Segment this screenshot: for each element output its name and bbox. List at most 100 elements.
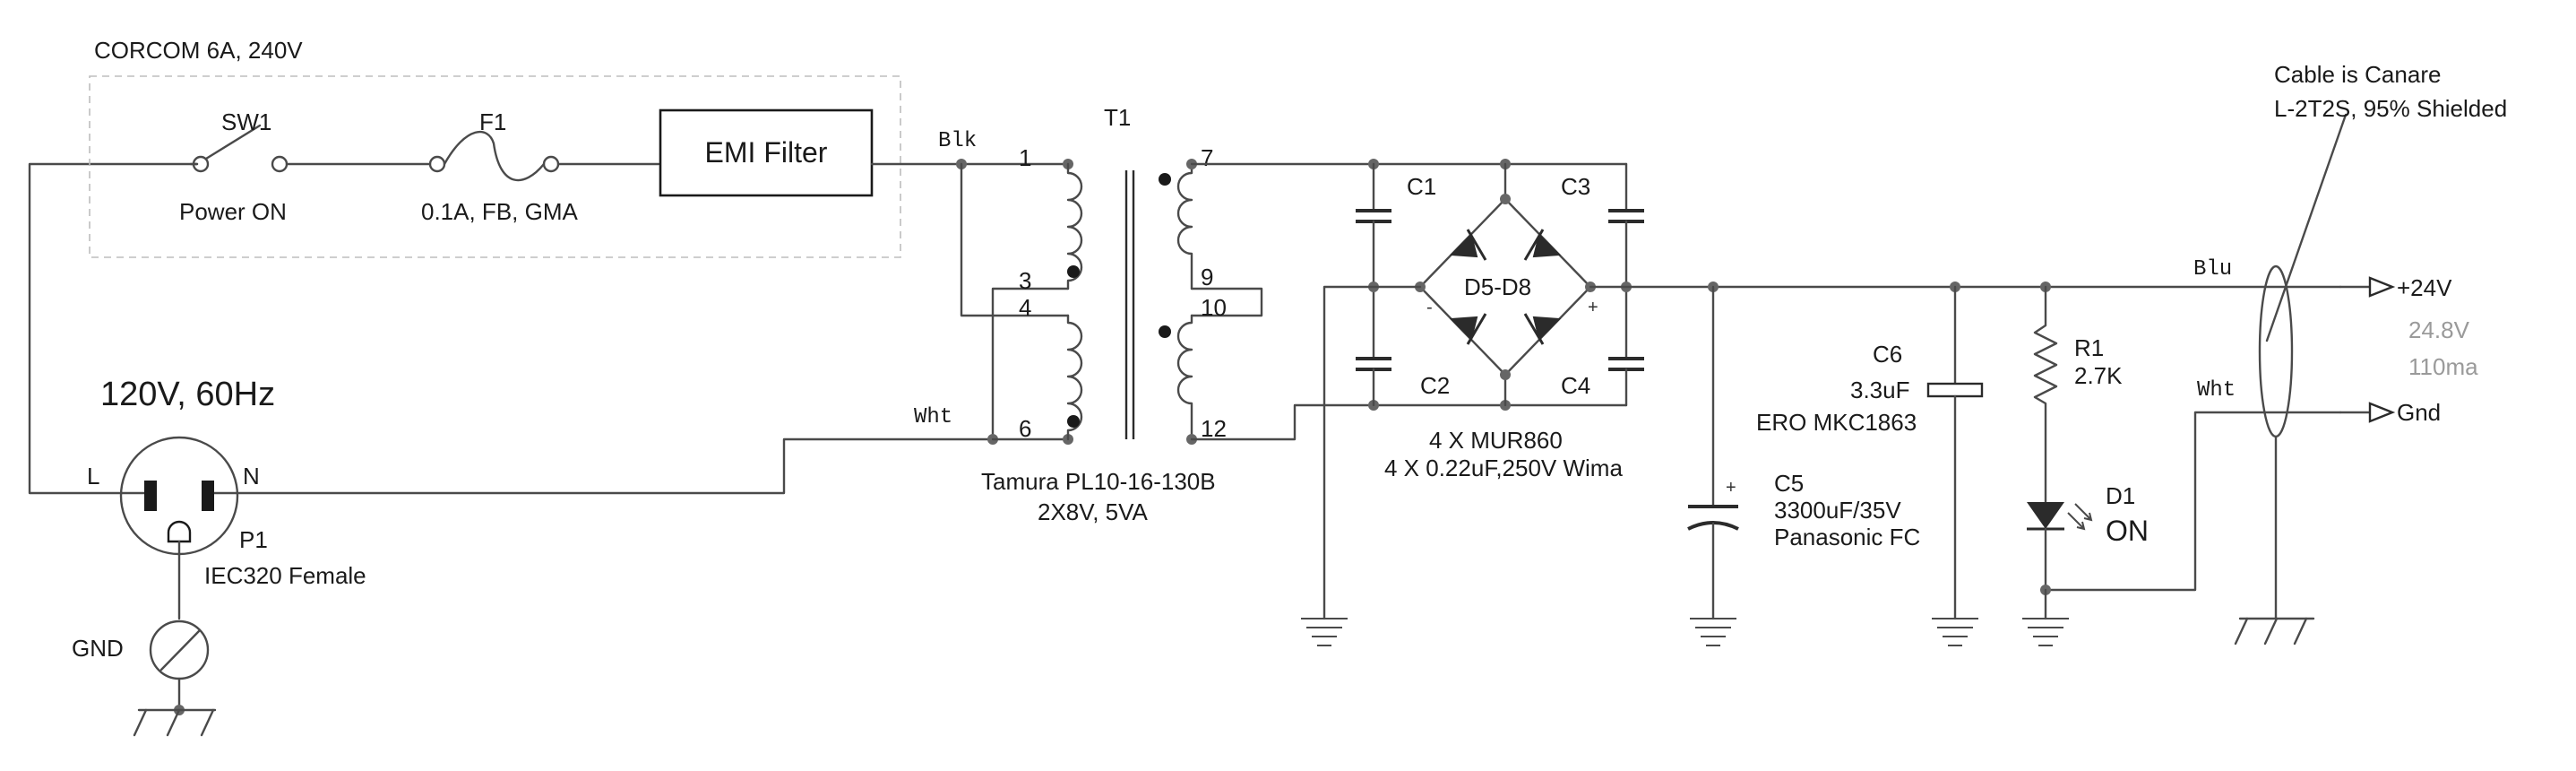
r1-ref: R1	[2074, 334, 2104, 361]
ground-symbol-c6	[1932, 618, 1978, 646]
supply-title: 120V, 60Hz	[100, 376, 275, 413]
bridge-negative-wire	[1322, 285, 1422, 620]
chassis-ground-output	[2234, 617, 2315, 645]
positive-wire-color: Blu	[2193, 257, 2232, 282]
fuse-label: 0.1A, FB, GMA	[421, 198, 578, 225]
pin-7: 7	[1201, 144, 1213, 171]
c6-body	[1926, 382, 1984, 398]
ground-symbol-c5	[1690, 618, 1736, 646]
corcom-module-name: CORCOM 6A, 240V	[94, 37, 303, 64]
corcom-module: CORCOM 6A, 240V SW1 Power ON F1 0.1A, FB…	[89, 37, 901, 258]
transformer-t1: 1 3 4 6 7 9 10 12 T1 Blk Wht Tamura PL10…	[870, 104, 1263, 525]
corcom-module-outline	[89, 75, 901, 258]
primary-winding-2	[1066, 314, 1083, 441]
fuse-f1	[428, 130, 660, 182]
inlet-line-pin	[144, 481, 157, 511]
led-return-wire	[2044, 411, 2342, 592]
transformer-ref: T1	[1104, 104, 1131, 131]
ground-symbol-led	[2022, 618, 2069, 646]
pin-4: 4	[1019, 294, 1031, 321]
cable-shield	[2258, 264, 2294, 438]
transformer-rating: 2X8V, 5VA	[1038, 498, 1149, 525]
secondary-dot-2	[1159, 325, 1171, 338]
positive-terminal-arrow	[2368, 276, 2396, 298]
emi-filter-box	[659, 108, 874, 197]
c5-ref: C5	[1774, 470, 1804, 497]
mains-section: 120V, 60Hz L N P1 IEC320 Female GND	[28, 162, 996, 737]
diode-d7	[1449, 313, 1487, 345]
bridge-section: C1 C2 C3 C4 D5-D8 - + 4 X MUR860 4 X 0.2…	[1190, 159, 1644, 646]
c2-label: C2	[1420, 372, 1450, 399]
c5-value: 3300uF/35V	[1774, 497, 1901, 524]
c5-plus: +	[1726, 478, 1736, 498]
secondary-winding-1	[1176, 162, 1193, 290]
pin-3: 3	[1019, 267, 1031, 294]
primary-dot-1	[1067, 265, 1080, 278]
primary-winding-1	[1066, 162, 1083, 290]
bridge-bottom-rail	[1190, 403, 1628, 441]
c6-ref: C6	[1873, 341, 1902, 368]
diode-d6	[1523, 229, 1562, 261]
cable-note-line1: Cable is Canare	[2274, 61, 2441, 88]
c6-value: 3.3uF	[1850, 377, 1910, 403]
diode-d8	[1523, 313, 1562, 345]
primary-strap-3-6	[991, 287, 1070, 441]
transformer-model: Tamura PL10-16-130B	[981, 468, 1216, 495]
positive-output-label: +24V	[2397, 274, 2452, 301]
primary-strap-1-4	[960, 162, 1070, 317]
inlet-type: IEC320 Female	[204, 562, 366, 589]
neutral-pin-label: N	[243, 463, 260, 489]
measured-current: 110ma	[2408, 353, 2478, 380]
pin-10: 10	[1201, 294, 1227, 321]
switch-ref: SW1	[221, 108, 271, 135]
dc-rail-section: + C5 3300uF/35V Panasonic FC C6 3.3uF ER…	[1589, 282, 2342, 646]
bridge-plus: +	[1588, 298, 1598, 317]
chassis-ground-symbol	[133, 619, 217, 737]
c6-make: ERO MKC1863	[1756, 409, 1917, 436]
primary-dot-2	[1067, 415, 1080, 428]
neutral-wire	[206, 437, 996, 495]
d1-ref: D1	[2106, 482, 2135, 509]
line-pin-label: L	[87, 463, 99, 489]
diode-d5	[1449, 229, 1487, 261]
c4-label: C4	[1561, 372, 1590, 399]
emi-filter-label: EMI Filter	[705, 136, 828, 169]
secondary-strap-9-10	[1190, 287, 1263, 317]
bridge-parts-line2: 4 X 0.22uF,250V Wima	[1384, 455, 1623, 481]
inlet-earth-pin	[167, 520, 192, 543]
led-arrow-2	[2074, 503, 2093, 522]
diodes-label: D5-D8	[1464, 273, 1531, 300]
switch-label: Power ON	[179, 198, 287, 225]
measured-voltage: 24.8V	[2408, 316, 2470, 343]
led-d1	[2027, 502, 2093, 531]
primary-bottom-wire-color: Wht	[914, 405, 952, 429]
ground-terminal-arrow	[2368, 402, 2396, 423]
ground-output-label: Gnd	[2397, 399, 2441, 426]
primary-top-wire-color: Blk	[938, 129, 977, 153]
r1-value: 2.7K	[2074, 362, 2123, 389]
cable-callout-line	[2265, 113, 2348, 342]
power-switch-sw1	[189, 124, 432, 173]
c1-label: C1	[1407, 173, 1436, 200]
d1-label: ON	[2106, 515, 2149, 547]
output-section: Cable is Canare L-2T2S, 95% Shielded Blu…	[2193, 61, 2507, 645]
c3-label: C3	[1561, 173, 1590, 200]
secondary-winding-2	[1176, 314, 1193, 441]
pin-6: 6	[1019, 415, 1031, 442]
c5-make: Panasonic FC	[1774, 524, 1920, 550]
secondary-dot-1	[1159, 173, 1171, 186]
pin-9: 9	[1201, 264, 1213, 290]
pin-12: 12	[1201, 415, 1227, 442]
inlet-ref: P1	[239, 526, 268, 553]
pin-1: 1	[1019, 144, 1031, 171]
bridge-minus: -	[1426, 298, 1433, 317]
line-wire	[28, 162, 199, 495]
inlet-neutral-pin	[202, 481, 214, 511]
cable-note-line2: L-2T2S, 95% Shielded	[2274, 95, 2507, 122]
resistor-r1	[2033, 285, 2058, 504]
ground-wire-color: Wht	[2197, 378, 2236, 403]
ground-symbol-bridge	[1301, 618, 1348, 646]
iec320-inlet-symbol	[119, 436, 239, 556]
ground-label: GND	[72, 635, 124, 662]
